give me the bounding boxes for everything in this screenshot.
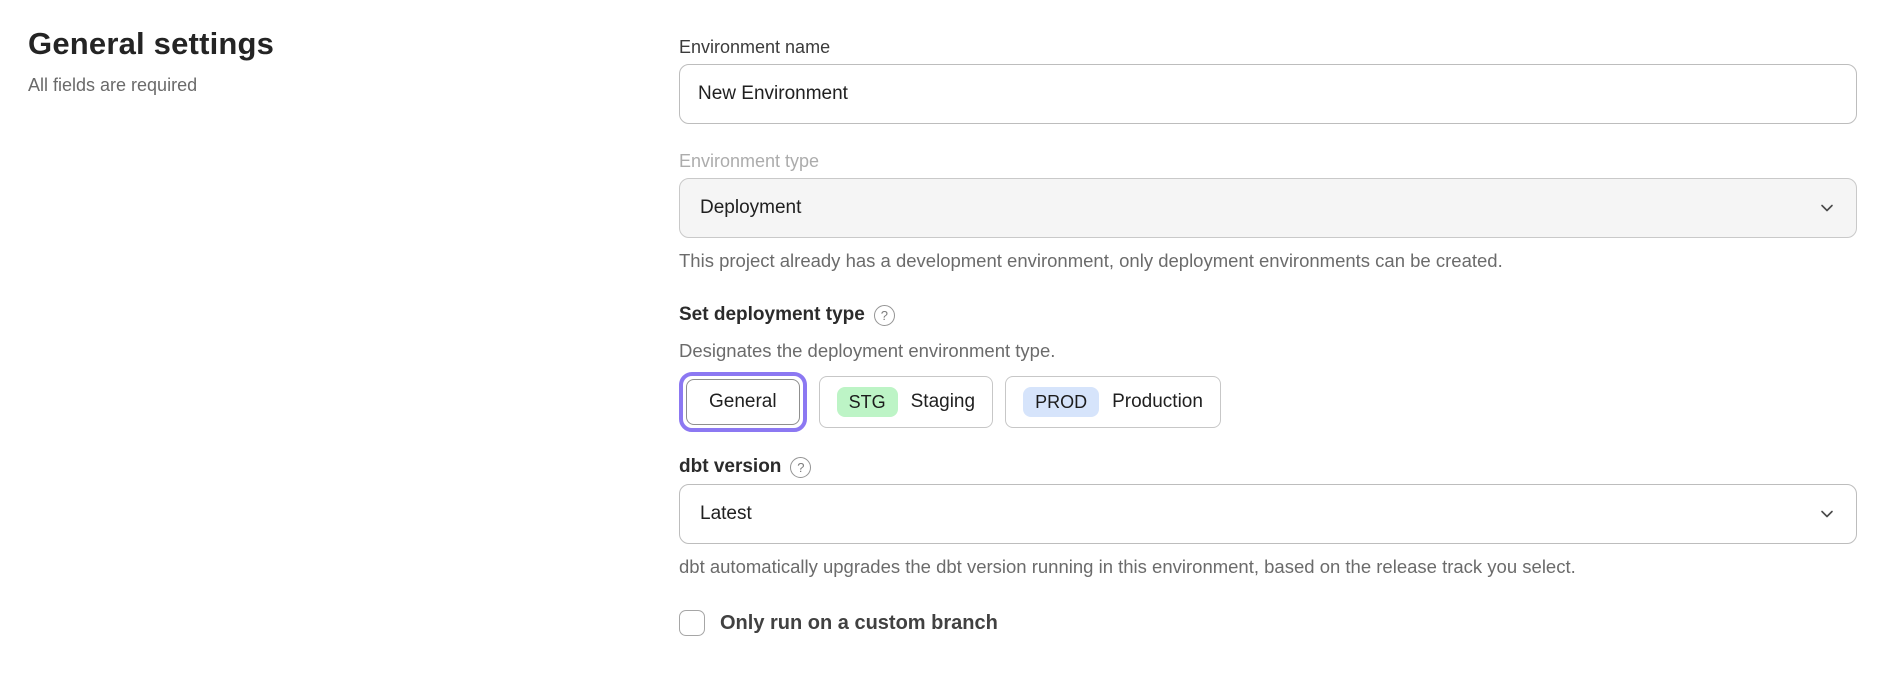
staging-badge: STG xyxy=(837,387,898,417)
environment-name-label: Environment name xyxy=(679,36,1857,58)
custom-branch-checkbox[interactable] xyxy=(679,610,705,636)
dbt-version-helper: dbt automatically upgrades the dbt versi… xyxy=(679,556,1857,578)
general-settings-form: Environment name Environment type Deploy… xyxy=(679,36,1857,636)
deployment-type-heading: Set deployment type ? xyxy=(679,304,1857,326)
deployment-type-description: Designates the deployment environment ty… xyxy=(679,340,1857,362)
deployment-type-options: General STG Staging PROD Production xyxy=(679,372,1857,432)
chevron-down-icon xyxy=(1818,199,1836,217)
environment-type-helper: This project already has a development e… xyxy=(679,250,1857,272)
deployment-type-option-staging[interactable]: STG Staging xyxy=(819,376,993,428)
custom-branch-label: Only run on a custom branch xyxy=(720,612,998,635)
environment-type-select[interactable]: Deployment xyxy=(679,178,1857,238)
option-label: Staging xyxy=(911,391,975,413)
custom-branch-row: Only run on a custom branch xyxy=(679,610,1857,636)
environment-type-label: Environment type xyxy=(679,150,1857,172)
settings-header: General settings All fields are required xyxy=(28,26,548,96)
dbt-version-heading-text: dbt version xyxy=(679,456,781,478)
selected-option-ring: General xyxy=(679,372,807,432)
option-label: Production xyxy=(1112,391,1203,413)
deployment-type-heading-text: Set deployment type xyxy=(679,304,865,326)
dbt-version-select[interactable]: Latest xyxy=(679,484,1857,544)
production-badge: PROD xyxy=(1023,387,1099,417)
environment-type-value: Deployment xyxy=(700,197,801,219)
environment-name-input[interactable] xyxy=(679,64,1857,124)
deployment-type-option-production[interactable]: PROD Production xyxy=(1005,376,1221,428)
help-question-icon[interactable]: ? xyxy=(790,457,811,478)
page-title: General settings xyxy=(28,26,548,62)
help-question-icon[interactable]: ? xyxy=(874,305,895,326)
option-label: General xyxy=(709,391,777,413)
chevron-down-icon xyxy=(1818,505,1836,523)
dbt-version-heading: dbt version ? xyxy=(679,456,1857,478)
dbt-version-value: Latest xyxy=(700,503,752,525)
deployment-type-option-general[interactable]: General xyxy=(686,379,800,425)
page-subtitle: All fields are required xyxy=(28,75,548,96)
